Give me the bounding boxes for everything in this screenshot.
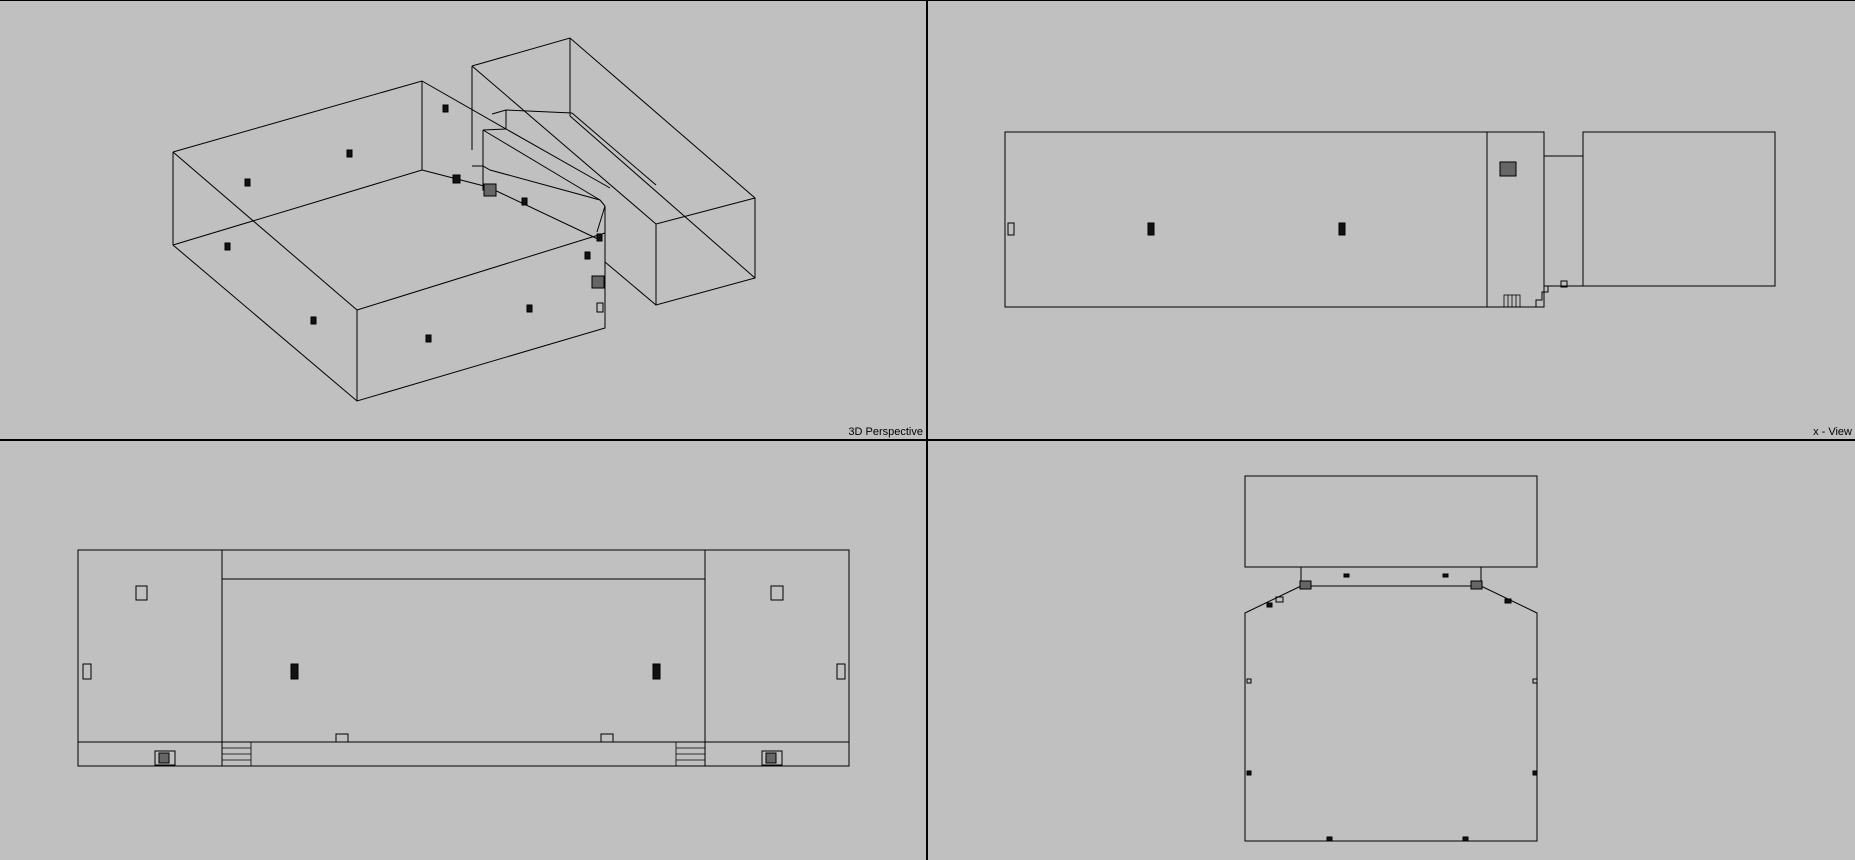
hallway-wire [487,186,601,241]
top-view-wireframe [1244,475,1538,842]
light-object [584,251,591,260]
light-object [290,663,299,680]
hallway-wire [482,128,507,131]
light-object [346,149,353,158]
light-object [521,197,528,206]
hallway-wire [482,129,601,201]
second-room-wire [604,261,657,306]
perspective-wireframe [172,37,756,402]
light-object [1147,222,1155,236]
room-wall-wire [172,169,423,246]
light-object [452,174,461,184]
viewport-top-view[interactable] [928,441,1855,860]
room-wall-wire [356,232,606,311]
building-outline [77,549,850,767]
light-object [1442,573,1449,578]
small-box-object [1560,280,1568,288]
light-object [1246,678,1252,684]
light-object [1007,222,1015,236]
second-room-wire [471,65,657,225]
light-object [526,304,533,313]
second-room-outline [1582,131,1776,287]
viewport-3d-perspective[interactable]: 3D Perspective [0,0,926,439]
speaker-object [591,275,605,289]
light-object [442,104,449,113]
light-object [244,178,251,187]
viewport-front-view[interactable] [0,441,926,860]
light-object [596,233,603,242]
x-view-wireframe [1004,131,1776,308]
stair-steps [1535,286,1549,307]
hallway-wire [491,109,507,115]
speaker-object [135,585,148,601]
speaker-object [761,750,783,766]
light-object [224,242,231,251]
speaker-object [1470,580,1483,590]
light-object [310,316,317,325]
light-object [1343,573,1350,578]
light-object [1246,770,1252,776]
light-object [1532,770,1538,776]
light-object [425,334,432,343]
speaker-object [1299,580,1312,590]
viewport-x-view[interactable]: x - View [928,0,1855,439]
hallway-wire [482,130,489,191]
hallway-wire [472,165,606,207]
speaker-object [154,750,176,766]
hallway-wire [505,128,611,189]
hallway-wire [505,109,573,114]
small-box-object [1275,596,1284,603]
light-object [652,663,661,680]
light-object [1504,598,1512,604]
viewport-label: 3D Perspective [848,426,923,438]
light-object [1462,836,1469,842]
room-outline [1244,585,1538,842]
room-wall-wire [172,80,507,153]
speaker-object [1499,161,1517,177]
vertical-splitter[interactable] [926,0,928,860]
light-object [1532,678,1538,684]
room-wall-wire [172,152,606,402]
second-room-outline [1244,475,1538,568]
viewport-label: x - View [1813,426,1852,438]
room-outline [1004,131,1488,308]
light-object [836,663,846,680]
light-object [1326,836,1333,842]
horizontal-splitter[interactable] [0,439,1855,441]
speaker-object [770,585,784,601]
front-view-wireframe [77,549,850,767]
light-object [1338,222,1346,236]
second-room-wire [571,112,657,186]
top-border [0,0,1855,1]
speaker-object [483,183,497,197]
room-wall-wire [172,151,358,311]
small-box-object [596,302,604,313]
small-box-object [600,733,614,743]
light-object [1266,602,1273,608]
small-box-object [335,733,349,743]
room-wall-wire [596,205,606,233]
second-room-wire [569,115,756,279]
light-object [82,663,92,680]
hallway-outline [1486,131,1545,308]
hallway-outline [1300,566,1482,587]
second-room-wire [471,37,756,306]
